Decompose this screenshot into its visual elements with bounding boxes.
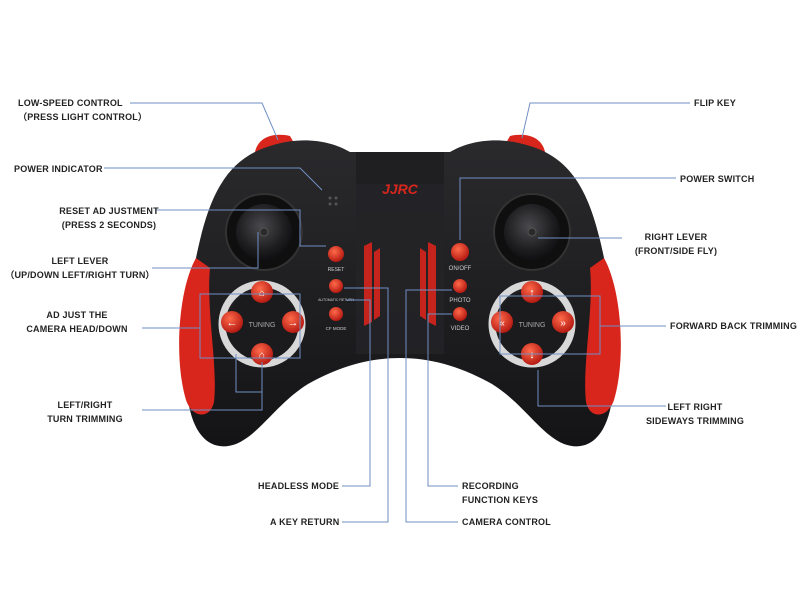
arrow-down-icon: ↓	[529, 349, 535, 361]
reset-button[interactable]	[328, 246, 344, 262]
reset-adjust-label: RESET AD JUSTMENT (PRESS 2 SECONDS)	[54, 204, 164, 232]
power-switch-label: POWER SWITCH	[680, 172, 754, 186]
camera-control-label: CAMERA CONTROL	[462, 515, 551, 529]
key-return-label: A KEY RETURN	[270, 515, 339, 529]
recording-line2: FUNCTION KEYS	[462, 495, 539, 505]
reset-adjust-line2: (PRESS 2 SECONDS)	[61, 220, 157, 230]
lr-turn-trim-line1: LEFT/RIGHT	[57, 400, 113, 410]
left-lever-line1: LEFT LEVER	[51, 256, 109, 266]
left-dpad-down[interactable]	[251, 343, 273, 365]
right-lever-line2: (FRONT/SIDE FLY)	[634, 246, 718, 256]
camera-down-icon: ⌂	[259, 350, 265, 361]
power-switch-line1: POWER SWITCH	[680, 174, 755, 184]
cf-mode-label: CF MODE	[326, 326, 347, 331]
headless-label: HEADLESS MODE	[258, 479, 339, 493]
right-lever-line1: RIGHT LEVER	[644, 232, 708, 242]
low-speed-line1: LOW-SPEED CONTROL	[18, 98, 123, 108]
lr-sideways-line2: SIDEWAYS TRIMMING	[645, 416, 745, 426]
lr-sideways-label: LEFT RIGHT SIDEWAYS TRIMMING	[640, 400, 750, 428]
center-stripes	[364, 242, 436, 326]
cf-mode-button[interactable]	[329, 307, 343, 321]
recording-label: RECORDING FUNCTION KEYS	[462, 479, 538, 507]
low-speed-label: LOW-SPEED CONTROL （PRESS LIGHT CONTROL）	[18, 96, 147, 124]
power-indicator-line1: POWER INDICATOR	[14, 164, 103, 174]
camera-head-line1: AD JUST THE	[46, 310, 108, 320]
on-off-button[interactable]	[451, 243, 469, 261]
on-off-label: ON/OFF	[449, 266, 472, 272]
double-left-icon: «	[499, 318, 505, 329]
headless-line1: HEADLESS MODE	[258, 481, 340, 491]
low-speed-line2: （PRESS LIGHT CONTROL）	[18, 112, 148, 122]
left-tuning-label: TUNING	[249, 322, 276, 329]
lr-turn-trim-line2: TURN TRIMMING	[47, 414, 123, 424]
left-dpad-left[interactable]	[221, 311, 243, 333]
auto-return-button[interactable]	[329, 279, 343, 293]
recording-line1: RECORDING	[462, 481, 519, 491]
photo-button[interactable]	[453, 279, 467, 293]
right-dpad-right[interactable]	[552, 311, 574, 333]
key-return-line1: A KEY RETURN	[270, 517, 340, 527]
double-right-icon: »	[560, 318, 566, 329]
left-lever-line2: （UP/DOWN LEFT/RIGHT TURN）	[5, 270, 155, 280]
fb-trim-label: FORWARD BACK TRIMMING	[670, 319, 797, 333]
leader-lines	[104, 102, 690, 523]
reset-adjust-line1: RESET AD JUSTMENT	[59, 206, 159, 216]
flip-key-label: FLIP KEY	[694, 96, 736, 110]
power-indicator-label: POWER INDICATOR	[14, 162, 103, 176]
left-grip	[179, 258, 215, 415]
photo-label: PHOTO	[449, 298, 471, 304]
left-lever-label: LEFT LEVER （UP/DOWN LEFT/RIGHT TURN）	[0, 254, 160, 282]
camera-head-label: AD JUST THE CAMERA HEAD/DOWN	[14, 308, 140, 336]
arrow-up-icon: ↑	[529, 287, 535, 299]
center-panel	[356, 152, 444, 184]
flip-key-line1: FLIP KEY	[694, 98, 736, 108]
video-label: VIDEO	[451, 326, 470, 332]
left-dpad-right[interactable]	[282, 311, 304, 333]
camera-head-line2: CAMERA HEAD/DOWN	[26, 324, 128, 334]
auto-return-label: AUTOMATIC RETURN	[318, 298, 354, 302]
video-button[interactable]	[453, 307, 467, 321]
right-dpad-up[interactable]	[521, 281, 543, 303]
right-lever-label: RIGHT LEVER (FRONT/SIDE FLY)	[626, 230, 726, 258]
brand-logo: JJRC	[382, 181, 419, 197]
camera-control-line1: CAMERA CONTROL	[462, 517, 551, 527]
lr-sideways-line1: LEFT RIGHT	[667, 402, 723, 412]
right-dpad-left[interactable]	[491, 311, 513, 333]
arrow-left-icon: ←	[227, 317, 238, 329]
lr-turn-trim-label: LEFT/RIGHT TURN TRIMMING	[30, 398, 140, 426]
fb-trim-line1: FORWARD BACK TRIMMING	[670, 321, 798, 331]
left-dpad-up[interactable]	[251, 281, 273, 303]
arrow-right-icon: →	[288, 317, 299, 329]
right-tuning-label: TUNING	[519, 322, 546, 329]
right-grip	[585, 258, 621, 415]
reset-label: RESET	[328, 267, 345, 273]
power-indicator	[328, 196, 332, 200]
